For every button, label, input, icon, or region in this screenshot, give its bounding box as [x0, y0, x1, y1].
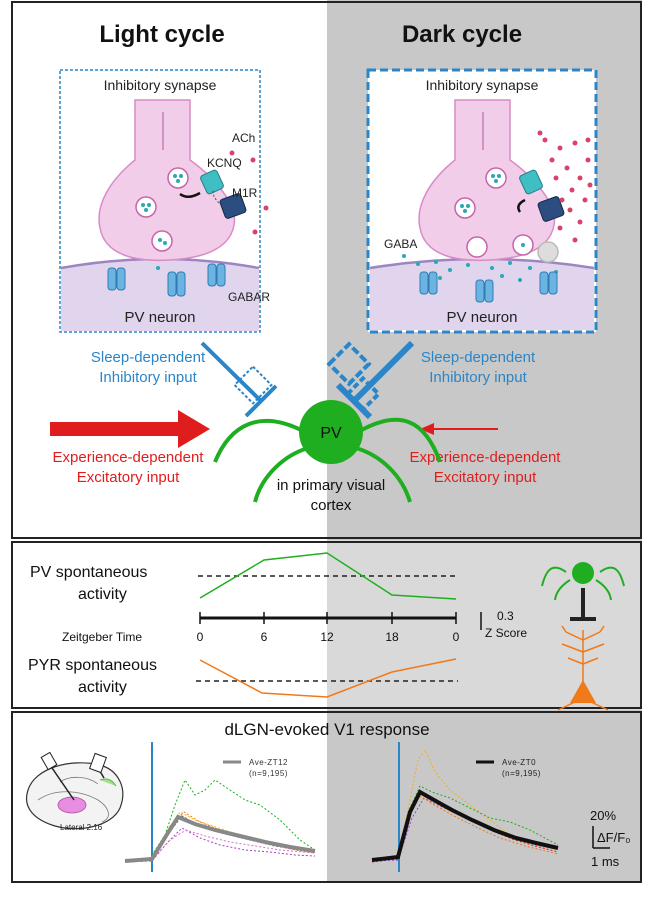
dark-cycle-title: Dark cycle	[402, 21, 522, 48]
pv-soma	[299, 400, 363, 464]
light-cycle-title: Light cycle	[99, 21, 224, 48]
brain-lateral-label: Lateral 2.16	[60, 823, 103, 832]
zscore-value: 0.3	[497, 609, 514, 623]
m1r-label: M1R	[232, 186, 258, 200]
light-synapse-title: Inhibitory synapse	[104, 77, 217, 93]
bottom-panel-frame	[11, 711, 642, 883]
tick-0-end: 0	[453, 630, 460, 644]
exp-left-line2: Excitatory input	[77, 469, 180, 486]
sleep-left-line1: Sleep-dependent	[91, 349, 206, 366]
gabar-label: GABAR	[228, 290, 270, 304]
kcnq-label: KCNQ	[207, 156, 242, 170]
pyr-activity-trace	[199, 658, 457, 698]
dark-synapse-illustration	[366, 68, 598, 334]
cortex-line1: in primary visual	[277, 477, 385, 494]
brain-section-icon	[26, 751, 124, 830]
pv-soma-label: PV	[320, 425, 342, 442]
tick-12: 12	[320, 630, 334, 644]
exp-left-line1: Experience-dependent	[53, 449, 205, 466]
sleep-right-line2: Inhibitory input	[429, 369, 527, 386]
legend-right-name: Ave-ZT0	[502, 758, 536, 767]
middle-panel-frame	[11, 541, 642, 709]
pv-activity-line2: activity	[78, 586, 127, 603]
sleep-left-line2: Inhibitory input	[99, 369, 197, 386]
tick-6: 6	[261, 630, 268, 644]
dark-pv-neuron-label: PV neuron	[447, 309, 518, 326]
legend-left-name: Ave-ZT12	[249, 758, 288, 767]
light-pv-neuron-label: PV neuron	[125, 309, 196, 326]
ach-label: ACh	[232, 131, 255, 145]
legend-right-n: (n=9,195)	[502, 769, 541, 778]
zscore-unit: Z Score	[485, 626, 527, 640]
zeitgeber-axis-title: Zeitgeber Time	[62, 630, 142, 644]
pv-activity-line1: PV spontaneous	[30, 564, 147, 581]
pyr-activity-line2: activity	[78, 679, 127, 696]
gaba-label: GABA	[384, 237, 417, 251]
bottom-panel-title: dLGN-evoked V1 response	[224, 720, 429, 739]
dark-excitatory-arrow	[420, 423, 498, 435]
scale-time: 1 ms	[591, 854, 620, 869]
sleep-right-line1: Sleep-dependent	[421, 349, 536, 366]
response-scalebar	[592, 826, 610, 849]
pyr-activity-line1: PYR spontaneous	[28, 657, 157, 674]
tick-18: 18	[385, 630, 399, 644]
scale-percent: 20%	[590, 808, 616, 823]
exp-right-line1: Experience-dependent	[410, 449, 562, 466]
light-synapse-illustration	[59, 69, 269, 333]
light-inhibitory-input	[200, 341, 278, 418]
pv-inhibits-pyr-schematic	[541, 562, 625, 711]
top-panel-frame	[11, 1, 642, 539]
pv-activity-trace	[199, 552, 457, 600]
dark-synapse-title: Inhibitory synapse	[426, 77, 539, 93]
light-excitatory-arrow	[50, 410, 210, 448]
scale-dff: ΔF/F₀	[597, 830, 631, 845]
exp-right-line2: Excitatory input	[434, 469, 537, 486]
right-evoked-response-plot	[371, 742, 559, 872]
dark-inhibitory-input	[326, 340, 415, 420]
legend-left-n: (n=9,195)	[249, 769, 288, 778]
pv-neuron-cell	[213, 417, 442, 503]
tick-0: 0	[197, 630, 204, 644]
cortex-line2: cortex	[311, 497, 352, 514]
left-evoked-response-plot	[124, 742, 316, 872]
